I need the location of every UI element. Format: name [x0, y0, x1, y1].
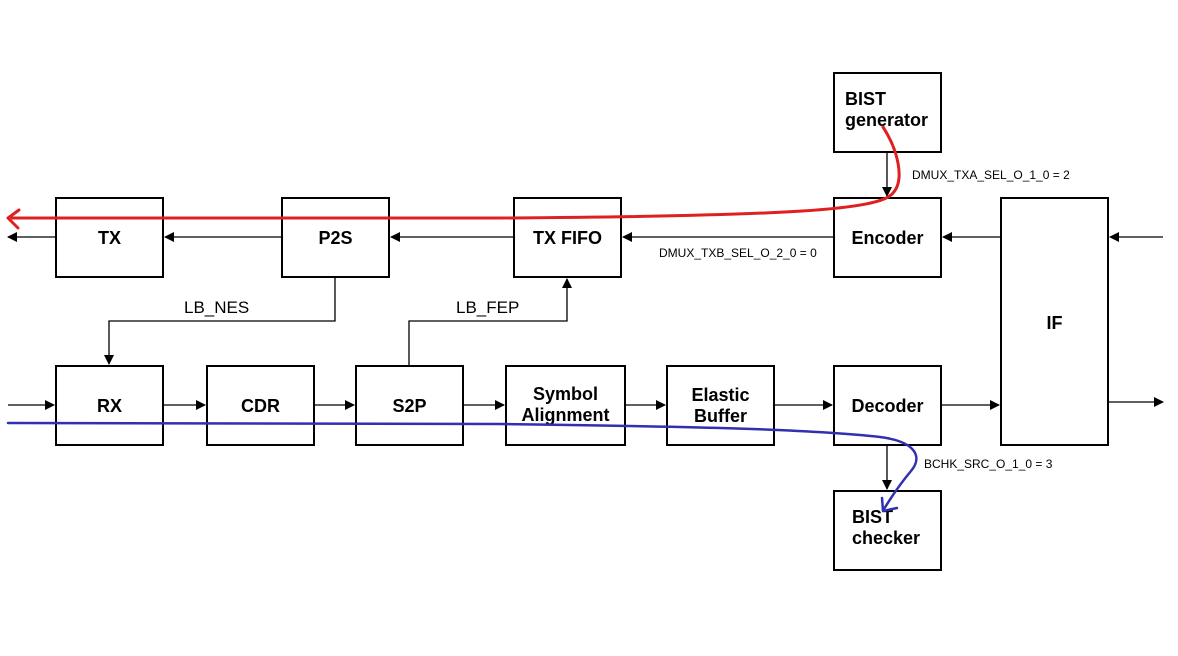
rx-label: RX [97, 396, 122, 416]
s2p-label: S2P [392, 396, 426, 416]
symbol-alignment-block: Symbol Alignment [505, 365, 626, 446]
elastic-buffer-label-line1: Elastic [691, 385, 749, 405]
bist-rx-path [6, 421, 918, 513]
decoder-block: Decoder [833, 365, 942, 446]
bchk-src-label: BCHK_SRC_O_1_0 = 3 [924, 457, 1053, 471]
bist-generator-label-line1: BIST [845, 89, 886, 109]
if-block: IF [1000, 197, 1109, 446]
lb-nes-label: LB_NES [184, 298, 249, 317]
wire-lb-fep [408, 278, 572, 366]
s2p-block: S2P [355, 365, 464, 446]
bist-tx-path [6, 125, 901, 230]
encoder-label: Encoder [851, 228, 923, 248]
dmux-txa-sel-label: DMUX_TXA_SEL_O_1_0 = 2 [912, 168, 1070, 182]
bist-generator-label-line2: generator [845, 110, 928, 130]
cdr-label: CDR [241, 396, 280, 416]
bist-generator-block: BIST generator [833, 72, 942, 153]
p2s-label: P2S [318, 228, 352, 248]
elastic-buffer-block: Elastic Buffer [666, 365, 775, 446]
cdr-block: CDR [206, 365, 315, 446]
tx-fifo-label: TX FIFO [533, 228, 602, 248]
symbol-alignment-label-line2: Alignment [522, 405, 610, 425]
tx-label: TX [98, 228, 121, 248]
encoder-block: Encoder [833, 197, 942, 278]
wire-lb-nes [104, 277, 336, 365]
p2s-block: P2S [281, 197, 390, 278]
decoder-label: Decoder [851, 396, 923, 416]
elastic-buffer-label-line2: Buffer [694, 406, 747, 426]
dmux-txb-sel-label: DMUX_TXB_SEL_O_2_0 = 0 [659, 246, 817, 260]
symbol-alignment-label-line1: Symbol [533, 384, 598, 404]
bist-checker-label-line2: checker [852, 528, 920, 548]
if-label: IF [1047, 313, 1063, 333]
rx-block: RX [55, 365, 164, 446]
tx-block: TX [55, 197, 164, 278]
lb-fep-label: LB_FEP [456, 298, 519, 317]
tx-fifo-block: TX FIFO [513, 197, 622, 278]
bist-checker-block: BIST checker [833, 490, 942, 571]
